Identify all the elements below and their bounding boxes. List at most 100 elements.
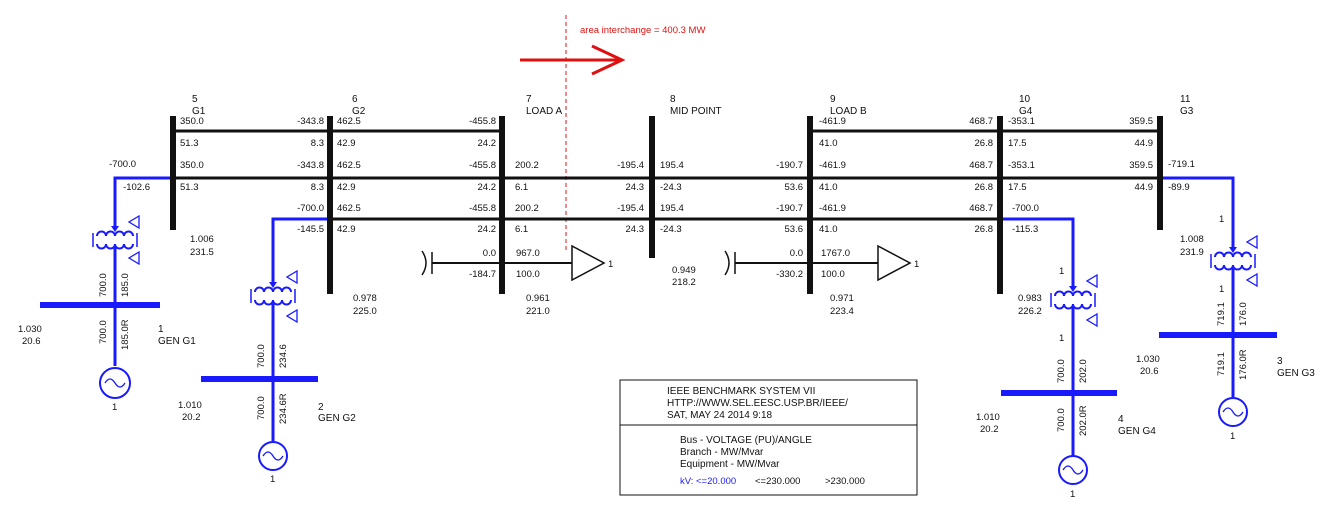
bus-9-bar[interactable]: [807, 116, 813, 294]
gen-bus-name: GEN G3: [1277, 368, 1315, 379]
gen-mw: 719.1: [1216, 352, 1227, 376]
flow-label: 8.3: [311, 138, 324, 149]
flow-label: 195.4: [660, 203, 684, 214]
flow-label: 53.6: [785, 224, 804, 235]
flow-label: 24.2: [478, 224, 497, 235]
generator-icon[interactable]: [258, 441, 288, 471]
flow-label: 26.8: [975, 182, 994, 193]
bus-9-number: 9: [830, 94, 836, 105]
feeder-line[interactable]: [1003, 217, 1075, 288]
gen-bus-name: GEN G2: [318, 413, 356, 424]
info-line-1: IEEE BENCHMARK SYSTEM VII: [667, 386, 815, 397]
flow-label: -455.8: [469, 203, 496, 214]
flow-label: 41.0: [819, 138, 838, 149]
feeder-line[interactable]: [1163, 176, 1235, 250]
gen-bus-3-bar[interactable]: [1159, 332, 1277, 338]
bus-7-angle: 221.0: [526, 306, 550, 317]
gen-mvar: 176.0R: [1238, 349, 1249, 380]
gen-mw: 700.0: [98, 320, 109, 344]
generator-symbol: [104, 378, 126, 388]
flow-label: 359.5: [1129, 160, 1153, 171]
info-line-5: Branch - MW/Mvar: [680, 447, 764, 458]
flow-label: -461.9: [819, 203, 846, 214]
shunt-mw: 0.0: [483, 248, 496, 259]
bus-10-voltage: 0.983: [1018, 293, 1042, 304]
xfmr-lv-mvar: 176.0: [1238, 302, 1249, 326]
bus-8-number: 8: [670, 94, 676, 105]
bus-8-bar[interactable]: [649, 116, 655, 258]
transformer-icon[interactable]: [1210, 246, 1256, 271]
flow-label: 468.7: [969, 203, 993, 214]
xfmr-lv-mw: 700.0: [1056, 359, 1067, 383]
gen-bus-angle: 20.6: [1140, 366, 1159, 377]
flow-label: -353.1: [1008, 116, 1035, 127]
gen-bus-1-bar[interactable]: [40, 302, 160, 308]
tap-arrow-icon: [1086, 313, 1098, 327]
flow-label: 17.5: [1008, 182, 1027, 193]
bus-11-bar[interactable]: [1157, 116, 1163, 230]
gen-bus-voltage: 1.030: [1136, 354, 1160, 365]
flow-label: 462.5: [337, 116, 361, 127]
tap-arrow-icon: [1246, 273, 1258, 287]
bus-11-number: 11: [1180, 94, 1191, 105]
xfmr-hv-mw: -700.0: [297, 203, 324, 214]
xfmr-hv-mvar: -145.5: [297, 224, 324, 235]
feeder-line[interactable]: [271, 217, 327, 285]
bus-5-bar[interactable]: [170, 116, 176, 230]
load-mvar: 100.0: [516, 269, 540, 280]
gen-id: 1: [112, 402, 117, 413]
gen-bus-number: 2: [318, 402, 324, 413]
generator-icon[interactable]: [99, 367, 131, 399]
kv-legend-mid: <=230.000: [755, 476, 800, 487]
flow-label: -190.7: [776, 203, 803, 214]
info-box: IEEE BENCHMARK SYSTEM VII HTTP://WWW.SEL…: [619, 379, 918, 496]
bus-11-name: G3: [1180, 106, 1194, 117]
flow-label: -343.8: [297, 116, 324, 127]
bus-6-angle: 225.0: [353, 306, 377, 317]
gen-bus-name: GEN G1: [158, 336, 196, 347]
flow-label: 195.4: [660, 160, 684, 171]
load-b-group: 0.0 -330.2 1767.0 100.0 1: [724, 244, 919, 282]
transmission-lines: [173, 129, 1160, 221]
flow-label: 200.2: [515, 160, 539, 171]
load-id: 1: [608, 259, 613, 270]
gen-id: 1: [1230, 431, 1235, 442]
shunt-mvar: -330.2: [776, 269, 803, 280]
load-triangle-icon[interactable]: [571, 244, 606, 282]
flow-label: -455.8: [469, 160, 496, 171]
bus-6-name: G2: [352, 106, 366, 117]
bus-7-bar[interactable]: [499, 116, 505, 294]
flow-label: -343.8: [297, 160, 324, 171]
transformer-icon[interactable]: [250, 281, 296, 306]
interchange-label: area interchange = 400.3 MW: [580, 25, 705, 36]
load-triangle-icon[interactable]: [877, 244, 912, 282]
flow-label: -353.1: [1008, 160, 1035, 171]
xfmr-hv-mvar: -89.9: [1168, 182, 1190, 193]
generator-icon[interactable]: [1218, 397, 1248, 427]
xfmr-lv-mw: 700.0: [98, 273, 109, 297]
bus-5-voltage: 1.006: [190, 234, 214, 245]
xfmr-hv-mw: -700.0: [1012, 203, 1039, 214]
kv-legend-high: >230.000: [825, 476, 865, 487]
gen-bus-2-bar[interactable]: [201, 376, 318, 382]
feeder-line[interactable]: [113, 176, 170, 228]
load-mvar: 100.0: [821, 269, 845, 280]
bus-10-bar[interactable]: [997, 116, 1003, 294]
flow-label: -455.8: [469, 116, 496, 127]
flow-label: 53.6: [785, 182, 804, 193]
transformer-icon[interactable]: [92, 225, 138, 250]
info-box-frame: [619, 379, 918, 496]
tap-arrow-icon: [1086, 274, 1098, 288]
gen-bus-number: 4: [1118, 414, 1124, 425]
gen-bus-4-bar[interactable]: [1001, 390, 1117, 396]
transformer-icon[interactable]: [1050, 285, 1096, 310]
kv-legend-low: kV: <=20.000: [680, 476, 736, 487]
flow-label: -24.3: [660, 224, 682, 235]
flow-label: 17.5: [1008, 138, 1027, 149]
bus-5-number: 5: [192, 94, 198, 105]
bus-5-angle: 231.5: [190, 247, 214, 258]
bus-9-angle: 223.4: [830, 306, 854, 317]
flow-label: -190.7: [776, 160, 803, 171]
generator-icon[interactable]: [1058, 455, 1088, 485]
bus-6-bar[interactable]: [327, 116, 333, 294]
